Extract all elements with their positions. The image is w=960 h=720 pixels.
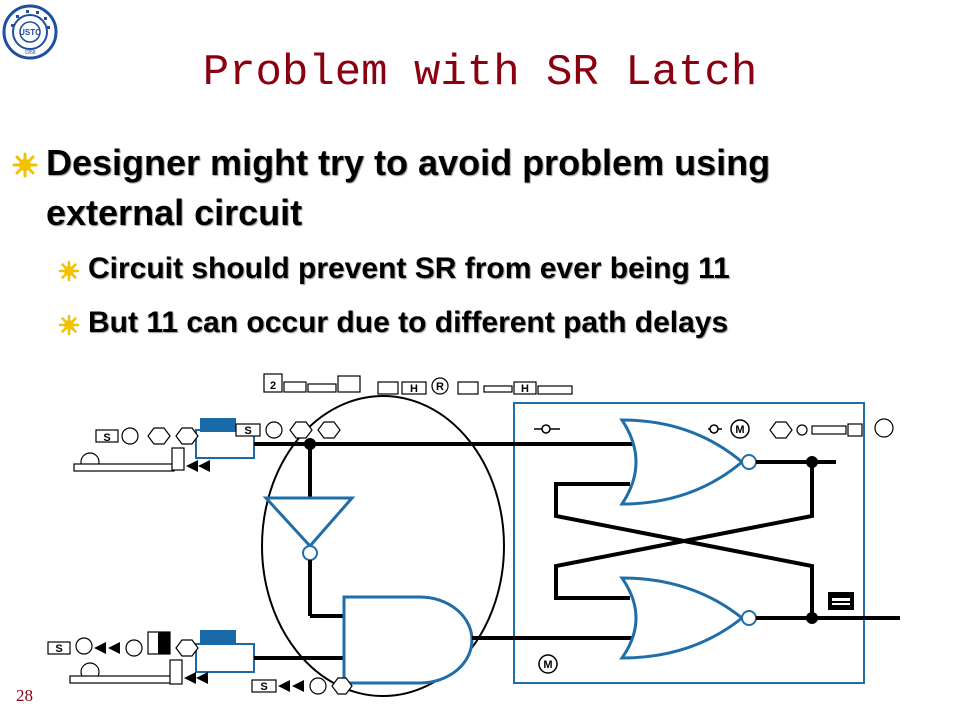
arrow-left-bottom-5: [278, 680, 290, 692]
inverter-gate: [262, 496, 356, 549]
arrow-left-bottom-2: [108, 642, 120, 654]
arrow-left-bottom-6: [292, 680, 304, 692]
external-circuit-ellipse: [261, 395, 505, 697]
inverter-bubble: [302, 545, 318, 561]
slide-title: Problem with SR Latch: [202, 48, 758, 98]
glyph-cluster-top: [263, 373, 573, 395]
input-box-r: [195, 643, 255, 673]
nor-gate-top: [619, 418, 745, 506]
black-box-icon: [828, 592, 854, 610]
glyph-h-1: H: [410, 383, 418, 395]
arrow-left-top-2: [198, 460, 210, 472]
bullet-level1-line2: external circuit: [46, 192, 303, 233]
arrow-left-bottom-1: [94, 642, 106, 654]
wire-feedback-q: [554, 462, 814, 600]
page-number: 28: [16, 686, 33, 705]
svg-text:M: M: [735, 424, 744, 436]
university-logo: USTC 1958: [2, 4, 58, 60]
bullet-level2-text: But 11 can occur due to different path d…: [88, 306, 729, 339]
latch-wire-marker-top: [534, 424, 722, 434]
input-box-s-header: [200, 418, 236, 432]
glyph-s-2: S: [244, 425, 251, 437]
bullet-star-icon: [12, 152, 38, 178]
logo-label: USTC: [19, 28, 41, 37]
bullet-level2-text: Circuit should prevent SR from ever bein…: [88, 252, 730, 285]
logo-year: 1958: [24, 50, 35, 56]
m-symbol-bottom: M: [538, 654, 558, 674]
arrow-left-top-1: [186, 460, 198, 472]
circuit-diagram: M M 2 H R H: [47, 373, 900, 697]
arrow-left-bottom-3: [184, 672, 196, 684]
wire-feedback-qbar: [554, 482, 814, 618]
glyph-r: R: [436, 381, 444, 393]
bullet-star-icon: [58, 314, 80, 336]
bullet-level1-line1: Designer might try to avoid problem usin…: [46, 142, 771, 183]
and-gate: [342, 595, 474, 685]
glyph-s-3: S: [55, 643, 62, 655]
glyph-cluster-left-top: [73, 421, 341, 472]
svg-text:M: M: [543, 659, 552, 671]
arrow-left-bottom-4: [196, 672, 208, 684]
input-box-r-header: [200, 630, 236, 644]
glyph-h-2: H: [521, 383, 529, 395]
latch-box: [513, 402, 865, 684]
nor-top-bubble: [741, 454, 757, 470]
bullet-star-icon: [58, 260, 80, 282]
glyph-s-4: S: [260, 681, 267, 693]
nor-bottom-bubble: [741, 610, 757, 626]
glyph-two: 2: [270, 380, 276, 392]
glyph-cluster-top-right: [769, 418, 894, 439]
m-symbol-top: M: [730, 419, 750, 439]
nor-gate-bottom: [619, 576, 745, 660]
black-bar-left-bottom: [158, 632, 170, 654]
glyph-cluster-left-bottom: [47, 631, 353, 695]
glyph-s-1: S: [103, 432, 110, 444]
